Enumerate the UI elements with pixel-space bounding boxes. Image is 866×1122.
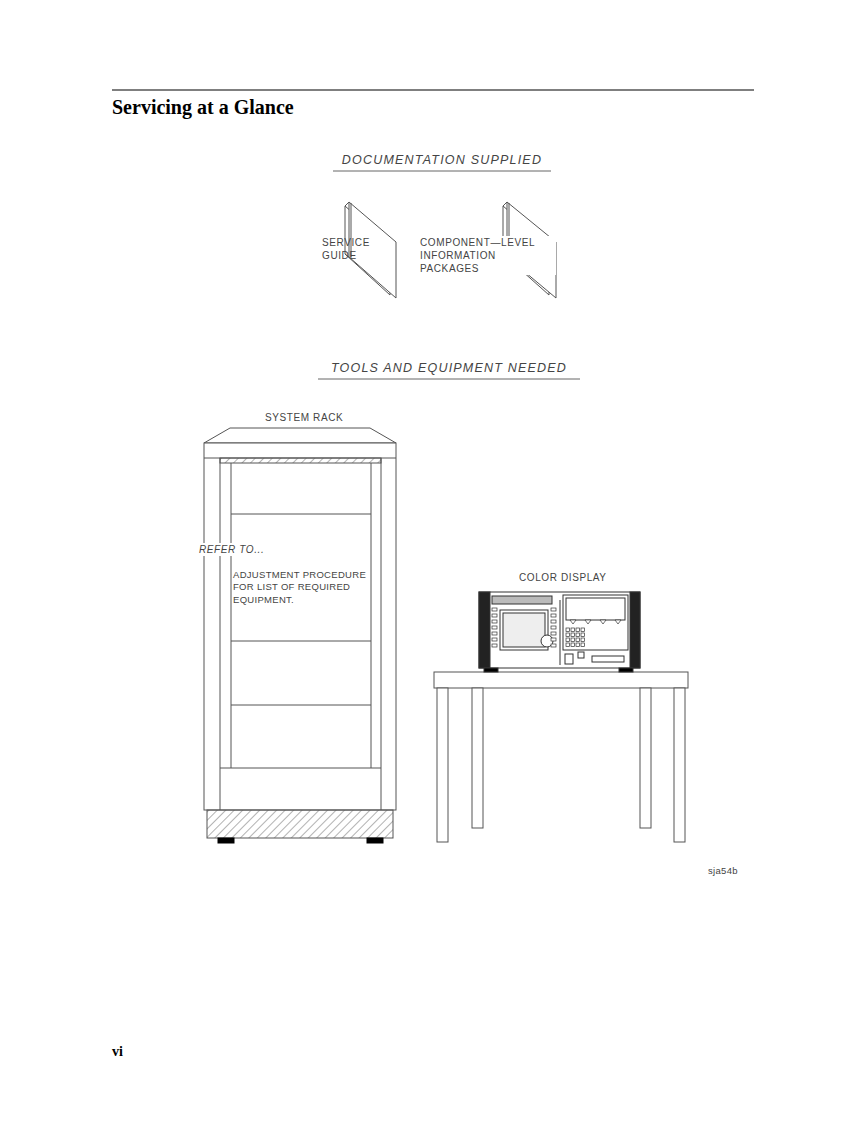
system-rack <box>204 428 396 843</box>
table <box>434 672 688 842</box>
header-rule <box>112 89 754 90</box>
softkeys <box>492 608 621 647</box>
note-text: REFER TO... <box>199 543 264 556</box>
page-title: Servicing at a Glance <box>112 94 294 120</box>
equipment-label: COLOR DISPLAY <box>519 571 607 584</box>
equipment-label: SYSTEM RACK <box>265 411 343 424</box>
book-label: SERVICE GUIDE <box>322 236 374 262</box>
note-text: ADJUSTMENT PROCEDURE FOR LIST OF REQUIRE… <box>233 569 369 606</box>
figure-id: sja54b <box>708 865 738 877</box>
section-heading: DOCUMENTATION SUPPLIED <box>342 152 542 168</box>
page-number: vi <box>112 1043 123 1061</box>
heading-underline <box>318 379 580 380</box>
keypad <box>566 628 585 647</box>
heading-underline <box>333 171 551 172</box>
color-display-instrument <box>479 592 640 672</box>
section-heading: TOOLS AND EQUIPMENT NEEDED <box>331 360 567 376</box>
book-label: COMPONENT—LEVEL INFORMATION PACKAGES <box>420 236 556 275</box>
